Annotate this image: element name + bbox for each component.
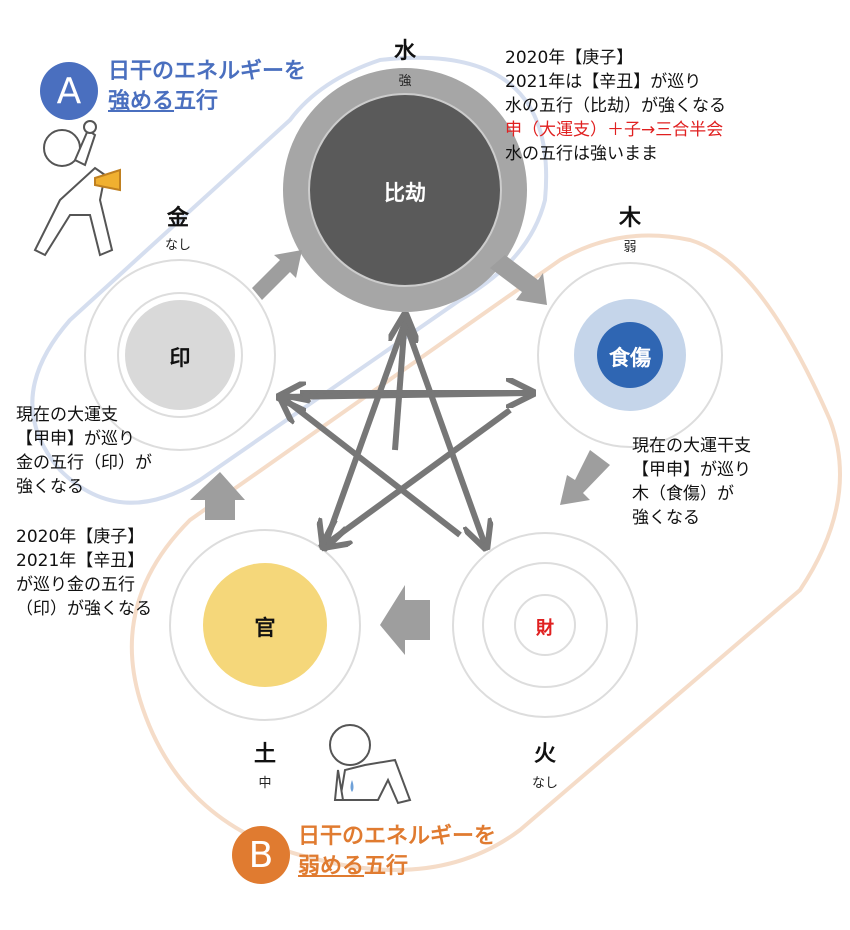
note-line: 水の五行は強いまま xyxy=(505,144,658,164)
note-line: 2021年は【辛丑】が巡り xyxy=(505,72,702,92)
note-left-upper: 現在の大運支 【甲申】が巡り 金の五行（印）が 強くなる xyxy=(16,405,152,497)
group-a-title-line1: 日干のエネルギーを xyxy=(108,59,307,84)
cheering-figure-illustration xyxy=(33,120,121,257)
water-role: 比劫 xyxy=(384,181,426,205)
earth-circle xyxy=(169,529,361,721)
note-top-right: 2020年【庚子】 2021年は【辛丑】が巡り水の五行（比劫）が強くなる申（大運支… xyxy=(505,46,726,166)
fire-circle xyxy=(452,532,638,718)
kneeling-figure-illustration xyxy=(329,724,412,805)
group-a-title-underlined: 強める xyxy=(108,89,175,114)
water-label: 水 xyxy=(393,39,417,64)
generation-arrows xyxy=(190,250,610,655)
earth-strength: 中 xyxy=(258,776,272,791)
wood-circle xyxy=(537,262,723,448)
fire-label: 火 xyxy=(533,742,557,767)
group-b-title: 日干のエネルギーを弱める五行 xyxy=(298,822,496,882)
group-b-badge: B xyxy=(232,826,290,884)
note-left-lower: 2020年【庚子】 2021年【辛丑】 が巡り金の五行 （印）が強くなる xyxy=(16,527,152,619)
earth-role: 官 xyxy=(254,616,276,640)
earth-label: 土 xyxy=(253,742,277,767)
group-b-title-underlined: 弱める xyxy=(298,854,365,879)
group-a-title: 日干のエネルギーを強める五行 xyxy=(108,57,306,117)
control-star xyxy=(282,318,530,545)
group-b-title-line1: 日干のエネルギーを xyxy=(298,824,497,849)
group-a-badge: A xyxy=(40,62,98,120)
fire-strength: なし xyxy=(531,776,559,791)
note-line: 2020年【庚子】 xyxy=(505,48,634,68)
note-right: 現在の大運干支 【甲申】が巡り 木（食傷）が 強くなる xyxy=(632,436,751,528)
metal-circle xyxy=(84,259,276,451)
group-b-badge-letter: B xyxy=(248,834,274,876)
wood-label: 木 xyxy=(618,206,642,231)
group-b-title-rest: 五行 xyxy=(364,854,409,879)
water-strength: 強 xyxy=(398,74,412,89)
fire-role: 財 xyxy=(536,618,554,639)
metal-strength: なし xyxy=(164,238,192,253)
metal-label: 金 xyxy=(166,206,190,231)
group-a-badge-letter: A xyxy=(56,70,82,112)
wood-strength: 弱 xyxy=(623,240,637,255)
wood-role: 食傷 xyxy=(609,346,651,370)
note-line-highlight: 申（大運支）＋子→三合半会 xyxy=(505,120,724,140)
group-b-loop xyxy=(129,233,842,872)
water-circle xyxy=(283,68,527,312)
group-a-loop xyxy=(30,55,549,505)
group-a-title-rest: 五行 xyxy=(174,89,219,114)
metal-role: 印 xyxy=(169,346,191,370)
note-line: 水の五行（比劫）が強くなる xyxy=(505,96,726,116)
